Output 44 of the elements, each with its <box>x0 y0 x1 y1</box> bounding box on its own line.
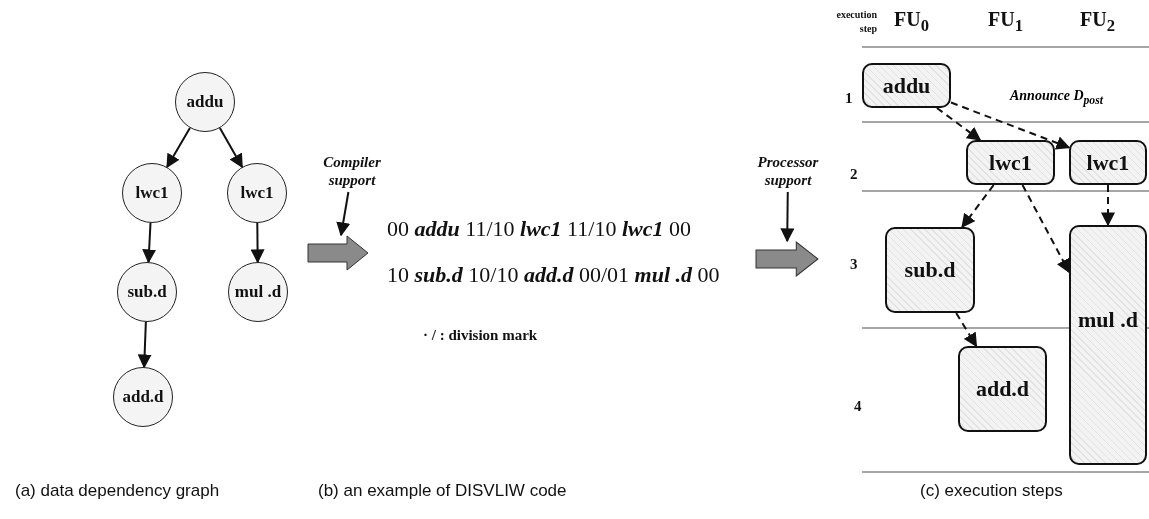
leader-arrow <box>336 191 351 237</box>
arrow <box>137 321 152 369</box>
dashed-arrow <box>1021 184 1070 274</box>
dashed-arrow <box>935 107 982 141</box>
row-number: 3 <box>850 256 858 273</box>
dashed-arrow <box>961 184 995 229</box>
arrow <box>142 221 157 264</box>
code-line: 00 addu 11/10 lwc1 11/10 lwc1 00 <box>387 216 691 242</box>
edge-label: Announce D$_{post}$ <box>1008 88 1105 107</box>
figure-caption: (c) execution steps <box>920 481 1063 501</box>
node-circle: sub.d <box>117 262 177 322</box>
node-circle: add.d <box>113 367 173 427</box>
dashed-arrow <box>955 312 978 348</box>
annotation-text: Compiler support <box>312 150 392 192</box>
row-number: 4 <box>854 398 862 415</box>
node-circle: mul .d <box>228 262 288 322</box>
block-arrow <box>755 241 819 277</box>
row-number: 2 <box>850 166 858 183</box>
note: · / : division mark <box>423 327 538 344</box>
instruction-box: sub.d <box>885 227 975 313</box>
instruction-box: lwc1 <box>966 140 1055 185</box>
column-header: FU$_{2}$ <box>1080 8 1115 36</box>
annotation-text: Processor support <box>746 150 830 192</box>
node-circle: lwc1 <box>227 163 287 223</box>
instruction-box: add.d <box>958 346 1047 432</box>
node-circle: addu <box>175 72 235 132</box>
instruction-box: addu <box>862 63 951 108</box>
dashed-arrow <box>950 101 1071 150</box>
column-header: FU$_{1}$ <box>988 8 1023 36</box>
row-number: 1 <box>845 90 853 107</box>
arrow <box>166 126 191 169</box>
arrow <box>250 222 265 264</box>
instruction-box: lwc1 <box>1069 140 1147 185</box>
arrow <box>218 127 244 169</box>
node-circle: lwc1 <box>122 163 182 223</box>
step-header: execution step <box>835 8 877 36</box>
instruction-box: mul .d <box>1069 225 1147 465</box>
dashed-arrow <box>1101 184 1115 227</box>
figure-caption: (a) data dependency graph <box>15 481 220 501</box>
leader-arrow <box>780 191 795 243</box>
column-header: FU$_{0}$ <box>894 8 929 36</box>
figure-caption: (b) an example of DISVLIW code <box>318 481 567 501</box>
code-line: 10 sub.d 10/10 add.d 00/01 mul .d 00 <box>387 262 720 288</box>
block-arrow <box>307 235 369 271</box>
